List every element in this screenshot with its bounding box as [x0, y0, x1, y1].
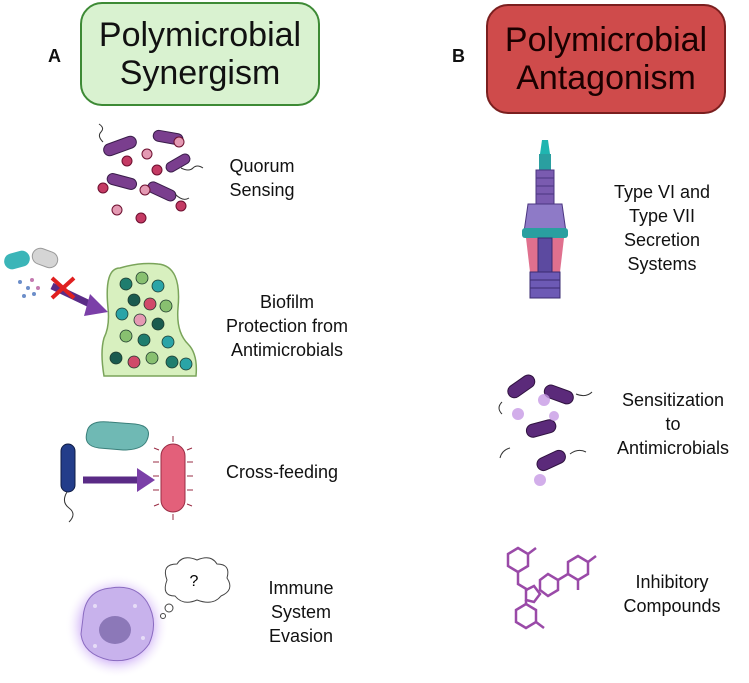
synergism-title-line1: Polymicrobial	[98, 16, 302, 54]
bacteria-toxin-icon	[498, 374, 593, 486]
bacteria-cluster-icon	[97, 123, 204, 224]
panel-a-letter: A	[48, 46, 61, 66]
cross-feeding-label: Cross-feeding	[225, 462, 339, 482]
cross-feeding-icon	[60, 421, 193, 523]
immune-cell-icon: ?	[65, 557, 231, 678]
synergism-title-box: Polymicrobial Synergism	[80, 2, 320, 106]
thought-question-mark: ?	[190, 573, 199, 590]
chemical-compound-icon	[506, 546, 597, 630]
antagonism-title-line1: Polymicrobial	[504, 21, 708, 59]
panel-b-letter: B	[452, 46, 465, 66]
antagonism-title-line2: Antagonism	[516, 59, 696, 97]
synergism-title-line2: Synergism	[119, 54, 281, 92]
antagonism-title-box: Polymicrobial Antagonism	[486, 4, 726, 114]
pill-capsule-icon	[4, 247, 59, 270]
biofilm-icon	[4, 247, 198, 377]
secretion-system-icon	[522, 140, 568, 299]
thought-bubble-icon	[164, 557, 231, 603]
